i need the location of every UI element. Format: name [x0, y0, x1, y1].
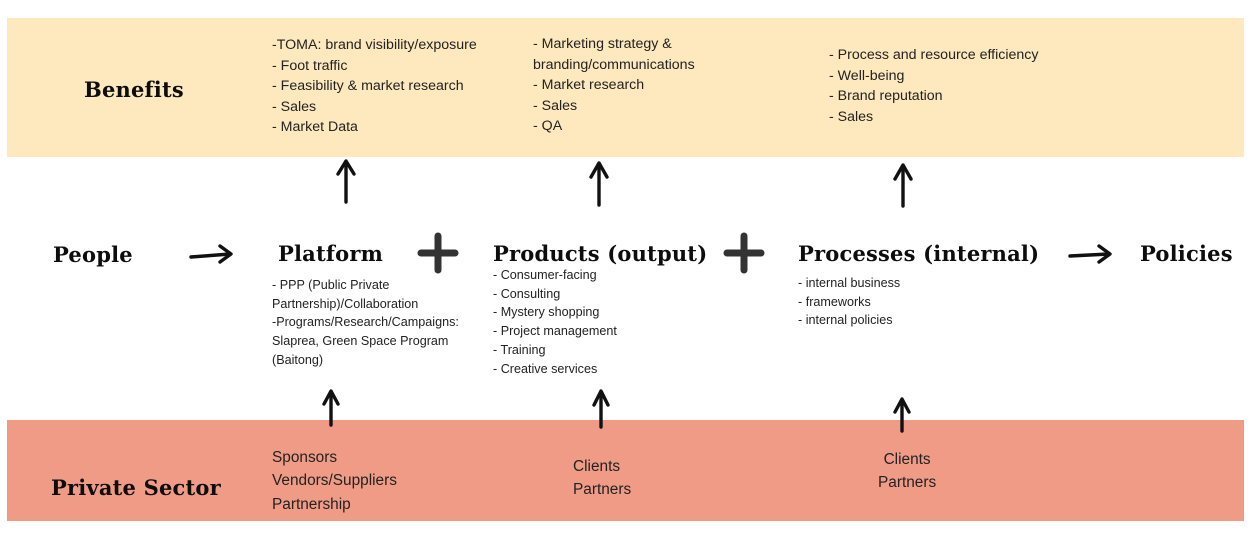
list-item: - Sales [533, 97, 578, 114]
products-private-sector-list: Clients Partners [573, 455, 631, 502]
list-item: - frameworks [798, 294, 871, 309]
list-item: (Baitong) [272, 352, 324, 367]
list-item: - Foot traffic [272, 57, 348, 74]
list-item: -Programs/Research/Campaigns: [272, 315, 459, 330]
list-item: - Consulting [493, 286, 561, 301]
list-item: - Brand reputation [829, 88, 943, 104]
products-title: Products (output) [493, 241, 708, 266]
list-item: - Marketing strategy & [533, 36, 672, 52]
list-item: - PPP (Public Private [272, 278, 390, 292]
processes-private-sector-list: Clients Partners [878, 448, 936, 495]
list-item: - Market research [533, 77, 645, 93]
products-benefits-list: - Marketing strategy & branding/communic… [533, 34, 695, 137]
arrow-up-icon [592, 389, 610, 429]
list-item: Partners [573, 481, 632, 499]
list-item: Partnership)/Collaboration [272, 296, 419, 311]
list-item: - Creative services [493, 361, 598, 376]
arrow-up-icon [893, 163, 913, 208]
list-item: - internal policies [798, 313, 893, 328]
list-item: - Well-being [829, 67, 905, 84]
products-items-list: - Consumer-facing - Consulting - Mystery… [493, 266, 617, 378]
list-item: Partners [878, 474, 937, 492]
benefits-label: Benefits [84, 77, 184, 102]
arrow-up-icon [322, 389, 340, 427]
policies-label: Policies [1140, 241, 1233, 266]
arrow-right-icon [189, 244, 233, 264]
platform-benefits-list: -TOMA: brand visibility/exposure - Foot … [272, 35, 477, 138]
platform-private-sector-list: Sponsors Vendors/Suppliers Partnership [272, 446, 397, 516]
plus-icon [417, 232, 459, 274]
private-sector-band [7, 420, 1244, 521]
list-item: - Project management [493, 324, 617, 339]
list-item: - internal business [798, 276, 901, 290]
people-label: People [53, 242, 133, 267]
list-item: - Training [493, 342, 546, 357]
list-item: -TOMA: brand visibility/exposure [272, 37, 477, 53]
arrow-up-icon [893, 397, 911, 433]
processes-title: Processes (internal) [798, 241, 1040, 266]
platform-items-list: - PPP (Public Private Partnership)/Colla… [272, 276, 459, 370]
arrow-up-icon [589, 161, 609, 207]
arrow-right-icon [1068, 244, 1112, 264]
processes-items-list: - internal business - frameworks - inter… [798, 274, 900, 330]
list-item: Slaprea, Green Space Program [272, 334, 449, 349]
list-item: - QA [533, 118, 563, 134]
list-item: - Consumer-facing [493, 268, 597, 282]
list-item: - Market Data [272, 119, 358, 135]
private-sector-label: Private Sector [51, 475, 221, 500]
list-item: - Process and resource efficiency [829, 47, 1039, 63]
arrow-up-icon [336, 159, 356, 204]
list-item: - Feasibility & market research [272, 78, 464, 94]
list-item: branding/communications [533, 56, 695, 73]
processes-benefits-list: - Process and resource efficiency - Well… [829, 45, 1039, 127]
plus-icon [723, 232, 765, 274]
list-item: Clients [883, 451, 931, 468]
platform-title: Platform [278, 241, 384, 266]
list-item: Partnership [272, 495, 351, 513]
list-item: Vendors/Suppliers [272, 472, 397, 490]
list-item: - Mystery shopping [493, 305, 600, 320]
list-item: Clients [573, 458, 621, 475]
list-item: - Sales [272, 98, 317, 115]
list-item: - Sales [829, 108, 874, 125]
benefits-band [7, 18, 1244, 157]
list-item: Sponsors [272, 449, 338, 466]
